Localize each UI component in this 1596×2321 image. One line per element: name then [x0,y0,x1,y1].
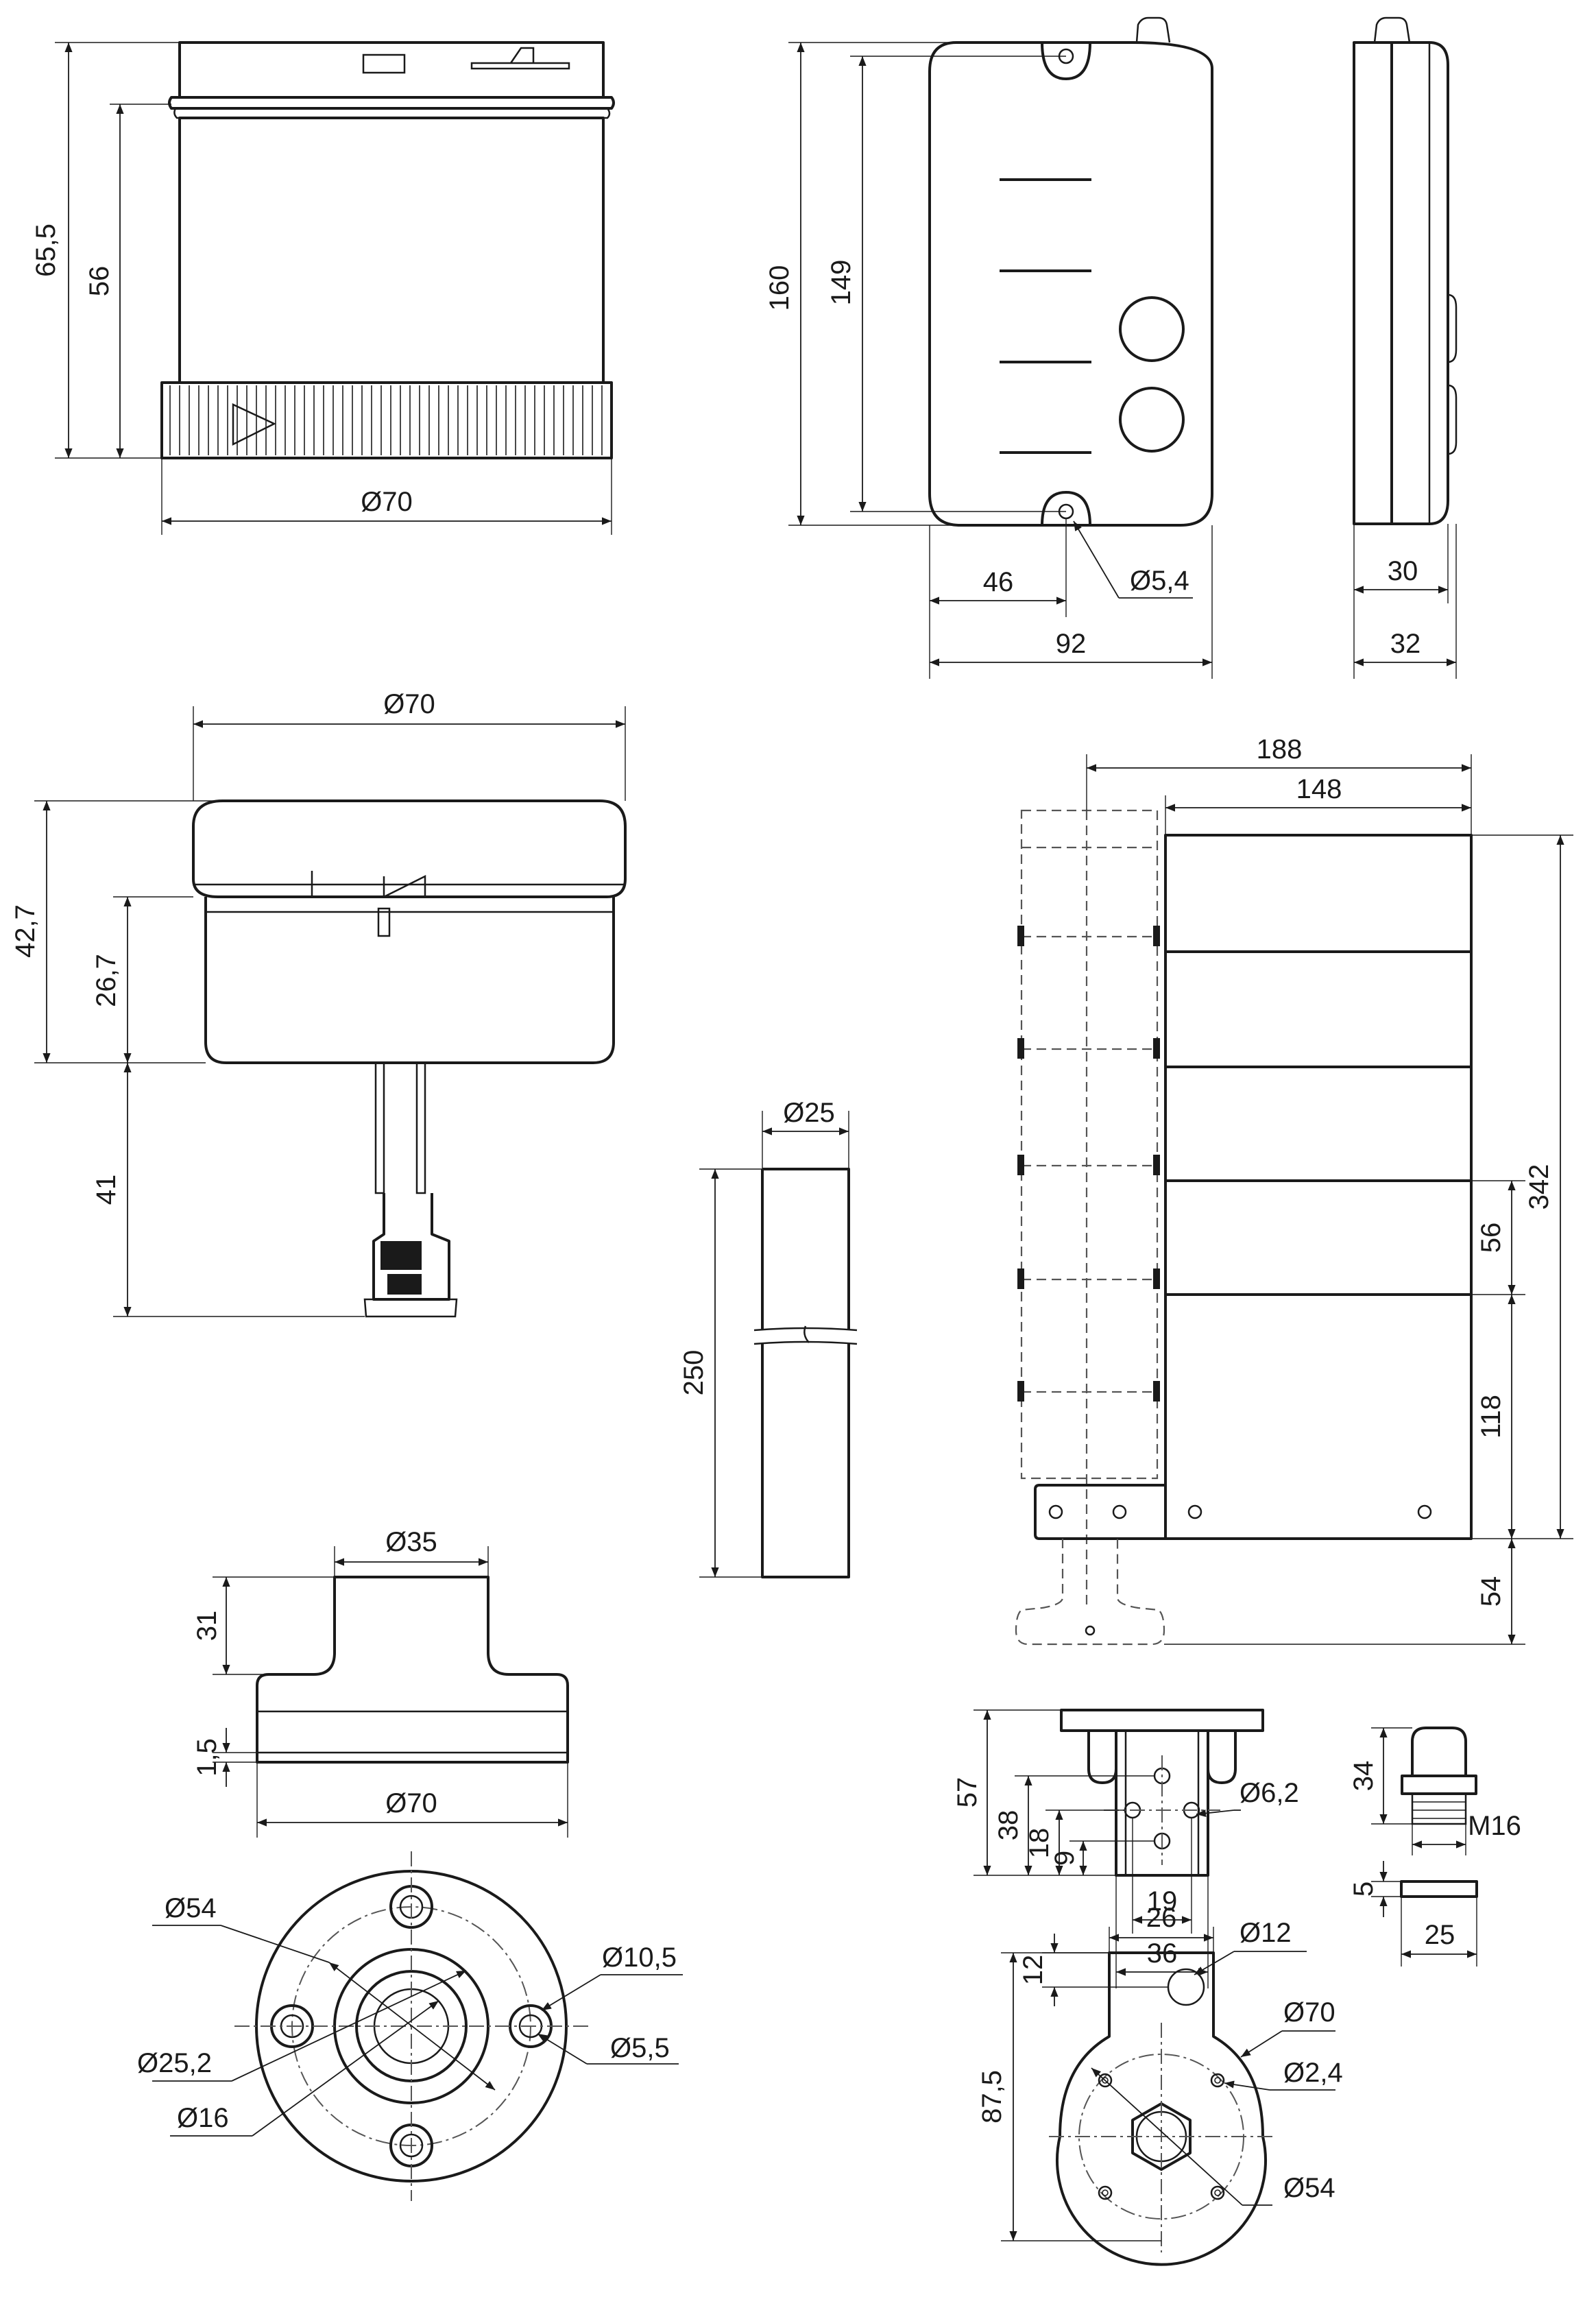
dim-adapter-hole-diameter: Ø5,5 [610,2033,670,2063]
dim-stack-total-height: 342 [1524,1164,1554,1210]
dim-enclosure-hole-offset: 46 [983,567,1014,597]
dim-bracket-top-hole: Ø12 [1240,1918,1292,1948]
dim-adapter-bolt-circle: Ø54 [165,1893,217,1923]
dim-adapter-counterbore: Ø10,5 [602,1943,677,1973]
dim-enclosure-height: 160 [764,265,795,311]
bracket-top-plate [1060,1709,1264,1732]
top-module-plug [363,1298,458,1318]
gland-cap [1411,1727,1467,1777]
bracket-pole-hole [1167,1968,1205,2006]
module-knurled-ring [160,381,613,459]
top-module-cap [192,799,627,898]
dim-module-total-height: 65,5 [31,224,61,277]
enclosure-knockout-2 [1119,387,1185,453]
dim-adapter-plate-thickness: 1,5 [192,1738,222,1777]
tube-outline [761,1168,850,1578]
dim-bracket-mid-height: 38 [993,1810,1024,1841]
adapter-profile [256,1576,569,1764]
dim-enclosure-width: 92 [1056,629,1087,659]
dim-gland-height: 34 [1349,1761,1379,1792]
dim-bracket-top-height: 87,5 [977,2070,1007,2124]
module-tab [362,53,406,74]
view-mounting-tube: Ø25 250 [679,1098,858,1578]
dim-top-module-body-height: 26,7 [91,954,121,1007]
view-base-adapter-top: Ø54 Ø25,2 Ø16 Ø10,5 Ø5,5 [137,1851,683,2201]
dim-nut-thickness: 5 [1349,1881,1379,1897]
enclosure-top-tab [1135,16,1171,43]
dim-gland-thread: M16 [1468,1811,1521,1841]
dim-bracket-hole-diameter: Ø6,2 [1240,1778,1299,1808]
dim-top-module-diameter: Ø70 [383,689,435,719]
dim-bracket-top-outer: Ø70 [1283,1997,1335,2028]
dim-enclosure-hole-spacing: 149 [826,260,856,306]
wall-bracket-foot [1034,1484,1167,1540]
dim-bracket-top-offset: 12 [1018,1955,1048,1986]
dim-tube-diameter: Ø25 [783,1098,835,1128]
enclosure-knockout-1 [1119,296,1185,362]
dim-stack-total-width: 188 [1257,734,1303,765]
dim-bracket-height: 57 [952,1777,982,1808]
top-module-body [204,897,615,1064]
bracket-top-outline [1056,1951,1267,2266]
dim-adapter-base-diameter: Ø70 [385,1788,437,1818]
view-pole-bracket-front: 57 38 18 9 Ø6,2 19 36 [952,1709,1299,1988]
bracket-body [1115,1731,1209,1877]
dim-bracket-hole-18: 18 [1024,1828,1054,1859]
view-base-adapter-side: Ø35 31 1,5 Ø70 [192,1527,569,1838]
module-top-cap [178,41,605,99]
stack-pole-base [1015,1539,1165,1646]
dim-stack-body-width: 148 [1296,774,1342,804]
dim-top-module-height: 42,7 [10,904,40,958]
dim-bracket-hole-spacing: 19 [1147,1886,1178,1916]
dim-bracket-top-width: 26 [1146,1903,1177,1933]
module-arrow-mark [232,403,276,446]
view-module-side: 65,5 56 Ø70 [31,41,615,535]
dim-enclosure-depth-inner: 30 [1388,556,1418,586]
view-pole-bracket-top: 26 12 87,5 Ø12 Ø70 Ø2,4 Ø54 [977,1903,1343,2266]
view-cable-gland: 34 M16 5 25 [1349,1727,1521,1967]
dim-enclosure-hole-diameter: Ø5,4 [1130,566,1189,596]
dim-adapter-neck-diameter: Ø35 [385,1527,437,1557]
module-body [178,117,605,384]
dim-adapter-neck-height: 31 [192,1611,222,1641]
dim-module-body-height: 56 [84,266,114,297]
dim-adapter-inner-diameter: Ø16 [177,2103,229,2133]
dim-top-module-cable: 41 [91,1175,121,1205]
dim-bracket-top-bolt-circle: Ø54 [1283,2173,1335,2203]
dim-enclosure-depth-outer: 32 [1390,629,1421,659]
module-knurl-pattern [169,385,603,455]
gland-nut [1400,1880,1478,1898]
bracket-hex-nut [1131,2102,1192,2171]
dim-nut-width: 25 [1425,1920,1455,1950]
module-latch [470,47,570,70]
module-seal-ring [168,96,615,110]
wall-bracket-plate [1164,834,1473,1540]
dim-stack-module-height: 56 [1476,1223,1506,1253]
enclosure-side-outline [1353,41,1449,525]
enclosure-outline [928,41,1213,527]
stack-module-tabs [1017,926,1160,1402]
enclosure-side-tab [1373,16,1411,43]
dim-stack-base-height: 118 [1476,1395,1506,1439]
view-top-module: Ø70 42,7 26,7 41 [10,689,627,1318]
module-seal-ring-lower [173,108,611,119]
dim-stack-foot-height: 54 [1476,1576,1506,1607]
view-enclosure-side: 30 32 [1353,16,1458,679]
dim-adapter-bore-diameter: Ø25,2 [137,2048,212,2078]
dim-module-diameter: Ø70 [361,487,413,517]
view-enclosure-front: 160 149 46 92 Ø5,4 [764,16,1213,679]
view-stack-assembly: 188 148 342 56 118 54 [1015,734,1573,1646]
dim-bracket-hole-9: 9 [1050,1851,1080,1866]
dim-tube-length: 250 [679,1350,709,1396]
dim-bracket-top-small-hole: Ø2,4 [1283,2058,1343,2088]
